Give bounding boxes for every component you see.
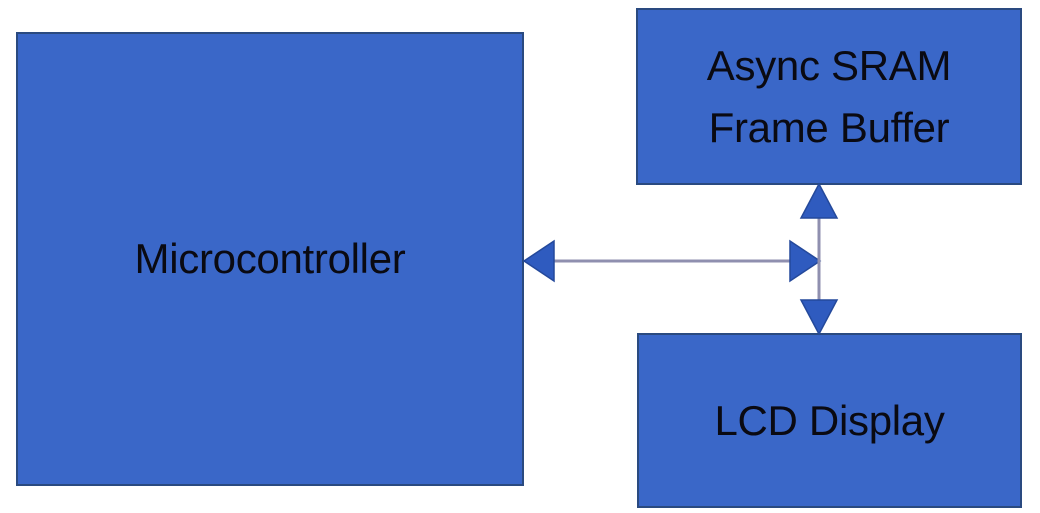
block-lcd-display[interactable]: LCD Display (637, 333, 1022, 508)
arrowhead-right-icon (789, 239, 822, 283)
block-async-sram-frame-buffer-label-line-1: Async SRAM (706, 41, 952, 89)
connector-sram-lcd-link[interactable] (790, 178, 848, 340)
connector-mcu-memory-bus[interactable] (516, 231, 828, 291)
block-lcd-display-label: LCD Display (714, 396, 945, 444)
arrowhead-down-icon (799, 299, 839, 336)
block-microcontroller[interactable]: Microcontroller (16, 32, 524, 486)
block-async-sram-frame-buffer-label-line-2: Frame Buffer (708, 103, 950, 151)
block-microcontroller-label: Microcontroller (134, 235, 406, 283)
arrowhead-up-icon (799, 182, 839, 219)
arrowhead-left-icon (522, 239, 555, 283)
block-async-sram-frame-buffer[interactable]: Async SRAM Frame Buffer (636, 8, 1022, 185)
